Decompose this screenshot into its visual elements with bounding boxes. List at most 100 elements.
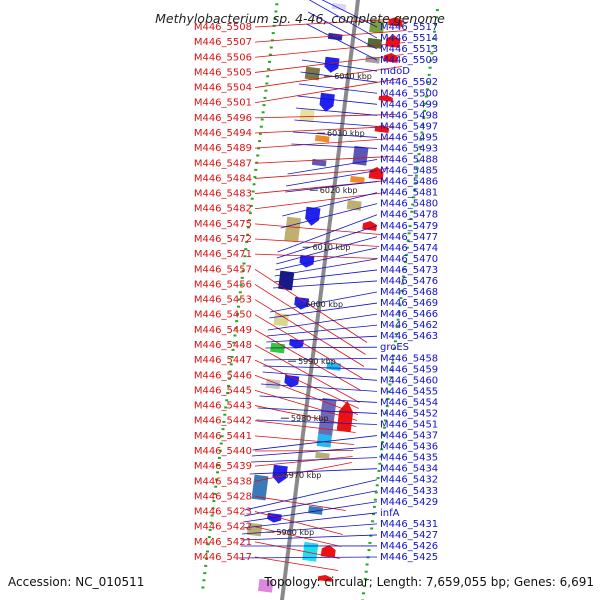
left-track-tick xyxy=(404,253,408,256)
gene-label-left: M446_5494 xyxy=(194,128,252,139)
leader-line-left xyxy=(254,390,358,421)
right-track-tick xyxy=(275,3,279,6)
gene-label-right: M446_5429 xyxy=(380,497,438,508)
right-track-tick xyxy=(225,399,229,402)
leader-line-left xyxy=(254,435,355,445)
kbp-label: 6020 kbp xyxy=(320,186,358,195)
right-track-tick xyxy=(258,140,261,143)
gene-label-left: M446_5489 xyxy=(194,143,252,154)
left-track-tick xyxy=(407,232,411,235)
gene-box xyxy=(327,32,343,41)
right-track-tick xyxy=(224,406,228,409)
left-track-tick xyxy=(385,405,389,408)
right-track-tick xyxy=(204,564,208,567)
left-track-tick xyxy=(434,23,437,26)
leader-line-left xyxy=(254,223,381,235)
left-track-tick xyxy=(379,455,383,458)
gene-label-left: M446_5449 xyxy=(194,325,252,336)
right-track-tick xyxy=(252,183,256,186)
right-track-tick xyxy=(207,536,211,539)
left-track-tick xyxy=(383,426,386,429)
leader-line-right xyxy=(275,247,378,271)
gene-box xyxy=(299,108,315,123)
gene-label-left: M446_5504 xyxy=(194,83,252,94)
left-track-tick xyxy=(409,217,413,220)
gene-label-left: M446_5453 xyxy=(194,295,252,306)
left-track-tick xyxy=(362,592,365,595)
right-track-tick xyxy=(258,132,262,135)
leader-line-left xyxy=(254,253,378,259)
leader-line-right xyxy=(260,383,378,392)
right-track-tick xyxy=(217,456,221,459)
right-track-tick xyxy=(227,377,231,380)
gene-arrow xyxy=(272,464,288,484)
left-track-tick xyxy=(428,66,432,69)
right-track-tick xyxy=(226,392,230,395)
left-track-tick xyxy=(362,585,366,588)
left-track-tick xyxy=(426,81,430,84)
gene-label-left: M446_5482 xyxy=(194,204,252,215)
right-track-tick xyxy=(212,500,216,503)
right-track-tick xyxy=(236,312,240,315)
right-track-tick xyxy=(218,449,222,452)
gene-label-right: groES xyxy=(380,342,409,353)
right-track-tick xyxy=(265,82,269,85)
left-track-tick xyxy=(427,73,431,76)
gene-label-right: M446_5469 xyxy=(380,298,438,309)
gene-box xyxy=(318,397,337,436)
gene-label-left: M446_5471 xyxy=(194,249,252,260)
right-track-tick xyxy=(230,356,234,359)
gene-label-left: M446_5439 xyxy=(194,461,252,472)
gene-arrow xyxy=(336,401,354,432)
gene-label-right: M446_5481 xyxy=(380,188,438,199)
leader-line-right xyxy=(267,324,378,337)
leader-line-right xyxy=(306,23,378,61)
gene-arrow xyxy=(319,92,335,112)
leader-line-right xyxy=(277,214,378,253)
left-track-tick xyxy=(384,412,388,415)
gene-label-right: M446_5479 xyxy=(380,221,438,232)
gene-label-right: M446_5474 xyxy=(380,243,438,254)
left-track-tick xyxy=(396,318,400,321)
gene-label-left: M446_5446 xyxy=(194,370,252,381)
gene-label-left: M446_5475 xyxy=(194,219,252,230)
gene-label-left: M446_5505 xyxy=(194,67,252,78)
right-track-tick xyxy=(253,176,257,179)
gene-label-left: M446_5483 xyxy=(194,189,252,200)
gene-label-right: M446_5425 xyxy=(380,552,438,563)
right-track-tick xyxy=(268,60,271,63)
gene-label-right: M446_5431 xyxy=(380,519,438,530)
leader-line-left xyxy=(254,556,339,571)
right-track-tick xyxy=(244,248,248,251)
left-track-tick xyxy=(432,37,436,40)
leader-line-left xyxy=(254,42,406,58)
leader-line-right xyxy=(244,490,378,517)
left-track-tick xyxy=(370,527,374,530)
gene-label-left: M446_5440 xyxy=(194,446,252,457)
right-track-tick xyxy=(240,276,244,279)
leader-line-left xyxy=(254,18,409,28)
topology-text: Topology: circular; Length: 7,659,055 bp… xyxy=(263,575,594,589)
gene-label-right: M446_5497 xyxy=(380,121,438,132)
gene-label-right: M446_5427 xyxy=(380,530,438,541)
gene-box xyxy=(316,433,333,448)
gene-label-right: M446_5493 xyxy=(380,143,438,154)
left-track-tick xyxy=(421,124,425,127)
leader-line-left xyxy=(254,138,393,149)
leader-line-left xyxy=(254,456,353,467)
kbp-label: 6030 kbp xyxy=(327,129,365,138)
leader-line-right xyxy=(243,501,378,523)
right-track-tick xyxy=(234,327,238,330)
gene-label-left: M446_5496 xyxy=(194,113,252,124)
left-track-tick xyxy=(422,117,426,120)
leader-line-right xyxy=(280,203,378,229)
gene-label-right: M446_5500 xyxy=(380,88,438,99)
gene-label-right: infA xyxy=(380,508,400,519)
left-track-tick xyxy=(372,513,375,516)
kbp-label: 6040 kbp xyxy=(334,72,372,81)
leader-line-right xyxy=(295,107,378,116)
leader-line-right xyxy=(242,512,378,529)
gene-label-left: M446_5423 xyxy=(194,507,252,518)
left-track-tick xyxy=(408,225,412,228)
